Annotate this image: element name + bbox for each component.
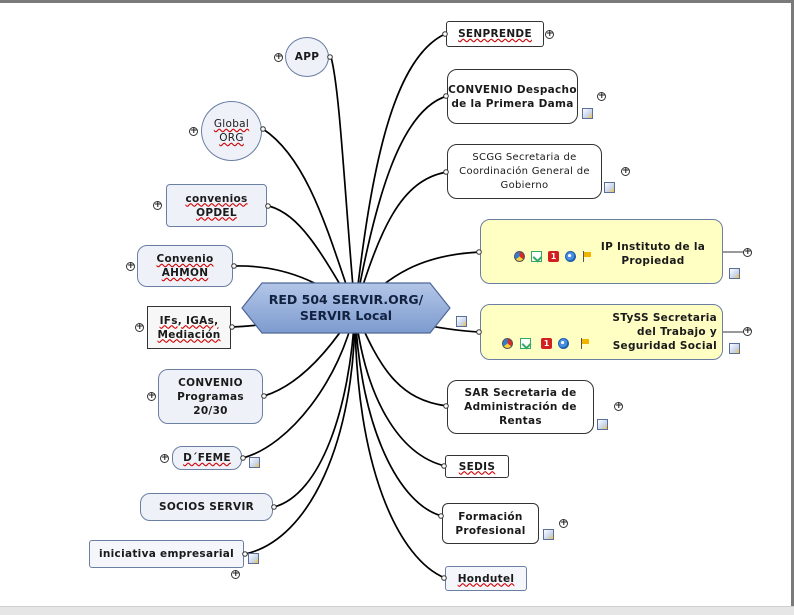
note-icon[interactable] <box>248 553 259 564</box>
branch-line-senprende <box>354 33 446 311</box>
expand-convenios-opdel-icon[interactable]: + <box>153 200 162 210</box>
priority-icon: 1 <box>548 251 559 262</box>
window-top-border <box>0 0 794 3</box>
topic-ifs-igas-mediacion[interactable]: IFs, IGAs, Mediación <box>147 306 231 349</box>
branch-line-formacion <box>354 309 443 517</box>
topic-sedis[interactable]: SEDIS <box>445 455 509 478</box>
expand-formacion-icon[interactable]: + <box>559 518 568 528</box>
task-icon <box>531 251 542 262</box>
expand-styss-icon[interactable]: + <box>743 326 752 336</box>
priority-icon: 1 <box>541 338 552 349</box>
flag-icon <box>582 251 591 262</box>
stub-lines <box>723 251 744 333</box>
globe-icon <box>565 251 576 262</box>
note-icon[interactable] <box>729 343 740 354</box>
center-topic-shape[interactable] <box>241 282 451 334</box>
branch-line-iniciativa <box>244 309 356 555</box>
note-icon[interactable] <box>249 457 260 468</box>
topic-hondutel[interactable]: Hondutel <box>445 566 527 591</box>
expand-dfeme-icon[interactable]: + <box>160 453 169 463</box>
branch-line-sedis <box>354 309 446 467</box>
topic-scgg[interactable]: SCGG Secretaria de Coordinación General … <box>447 144 602 199</box>
topic-hondutel-label: Hondutel <box>457 572 515 585</box>
topic-convenio-ahmon[interactable]: Convenio AHMON <box>137 245 233 287</box>
horizontal-scrollbar[interactable] <box>0 606 794 615</box>
expand-app-icon[interactable]: + <box>274 52 283 62</box>
topic-senprende-label: SENPRENDE <box>458 28 532 40</box>
branch-line-primera-dama <box>354 95 448 311</box>
topic-socios-servir[interactable]: SOCIOS SERVIR <box>140 493 273 521</box>
branch-line-socios-servir <box>273 309 356 508</box>
topic-senprende[interactable]: SENPRENDE <box>446 21 544 47</box>
expand-global-org-icon[interactable]: + <box>189 126 198 136</box>
branch-line-app <box>330 56 356 311</box>
topic-iniciativa-empresarial[interactable]: iniciativa empresarial <box>89 540 244 568</box>
note-icon[interactable] <box>597 419 608 430</box>
note-icon[interactable] <box>582 108 593 119</box>
topic-sar[interactable]: SAR Secretaria de Administración de Rent… <box>447 380 594 434</box>
expand-senprende-icon[interactable]: + <box>545 29 554 39</box>
note-icon[interactable] <box>729 268 740 279</box>
expand-primera-dama-icon[interactable]: + <box>597 91 606 101</box>
branch-line-dfeme <box>242 309 356 459</box>
expand-ip-icon[interactable]: + <box>743 247 752 257</box>
topic-styss[interactable]: STySS Secretaria del Trabajo y Seguridad… <box>480 304 723 360</box>
task-icon <box>520 338 531 349</box>
topic-convenio-ahmon-label: Convenio AHMON <box>156 253 214 279</box>
center-topic-label[interactable]: RED 504 SERVIR.ORG/ SERVIR Local <box>268 292 424 323</box>
topic-dfeme-label: D´FEME <box>183 452 231 464</box>
topic-global-org-label: Global ORG <box>213 118 250 144</box>
center-note-icon[interactable] <box>456 316 467 327</box>
topic-dfeme[interactable]: D´FEME <box>172 446 242 470</box>
topic-global-org[interactable]: Global ORG <box>201 101 262 161</box>
branch-line-hondutel <box>354 309 446 579</box>
note-icon[interactable] <box>604 182 615 193</box>
topic-styss-label: STySS Secretaria del Trabajo y Seguridad… <box>612 312 717 352</box>
expand-convenio-ahmon-icon[interactable]: + <box>126 261 135 271</box>
topic-convenios-opdel-label: convenios OPDEL <box>185 192 248 219</box>
topic-convenio-primera-dama[interactable]: CONVENIO Despacho de la Primera Dama <box>447 69 578 124</box>
expand-sar-icon[interactable]: + <box>614 401 623 411</box>
globe-icon <box>558 338 569 349</box>
flag-icon <box>580 338 589 349</box>
expand-ifs-igas-icon[interactable]: + <box>135 322 144 332</box>
expand-scgg-icon[interactable]: + <box>621 166 630 176</box>
note-icon[interactable] <box>543 529 554 540</box>
expand-iniciativa-icon[interactable]: + <box>231 569 240 579</box>
topic-sedis-label: SEDIS <box>458 460 496 473</box>
topic-ip-label: IP Instituto de la Propiedad <box>600 241 706 267</box>
topic-formacion-profesional[interactable]: Formación Profesional <box>442 503 539 544</box>
expand-programas-2030-icon[interactable]: + <box>147 391 156 401</box>
pie-chart-icon <box>502 338 513 349</box>
window-right-border <box>791 0 794 606</box>
pie-chart-icon <box>514 251 525 262</box>
topic-ifs-igas-mediacion-label: IFs, IGAs, Mediación <box>157 314 221 341</box>
topic-app[interactable]: APP <box>285 37 329 77</box>
topic-convenios-opdel[interactable]: convenios OPDEL <box>166 184 267 227</box>
topic-convenio-programas-2030[interactable]: CONVENIO Programas 20/30 <box>158 369 263 424</box>
